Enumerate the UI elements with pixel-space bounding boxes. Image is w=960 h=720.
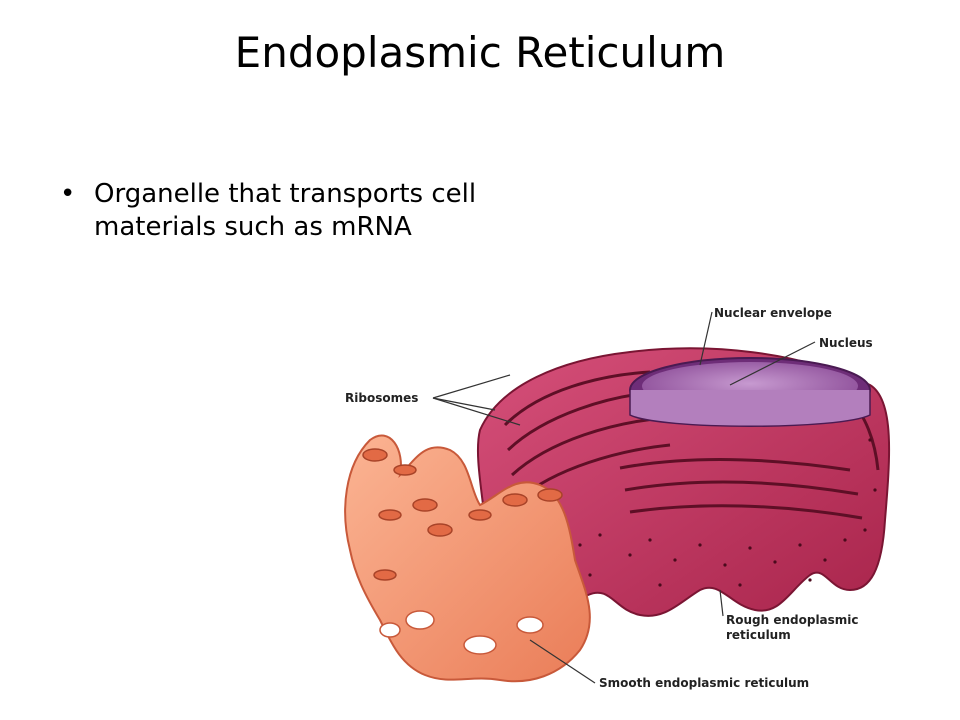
er-diagram: Nuclear envelope Nucleus Ribosomes Rough… — [344, 306, 891, 690]
bullet-list: • Organelle that transports cell materia… — [60, 178, 480, 243]
bullet-dot-icon: • — [60, 179, 76, 209]
slide-title: Endoplasmic Reticulum — [234, 28, 726, 77]
smooth-er-label: Smooth endoplasmic reticulum — [599, 676, 809, 690]
ribosomes-label: Ribosomes — [345, 391, 418, 405]
leader-lines — [432, 311, 816, 684]
bullet-item: • Organelle that transports cell materia… — [60, 178, 480, 243]
nucleus-shape — [629, 357, 871, 427]
bullet-text: Organelle that transports cell materials… — [94, 179, 477, 242]
nucleus-label: Nucleus — [819, 336, 873, 350]
rough-er-label-line1: Rough endoplasmic — [726, 613, 859, 627]
rough-er-label-line2: reticulum — [726, 628, 791, 642]
nuclear-envelope-label: Nuclear envelope — [714, 306, 832, 320]
smooth-er-shape — [344, 434, 591, 683]
